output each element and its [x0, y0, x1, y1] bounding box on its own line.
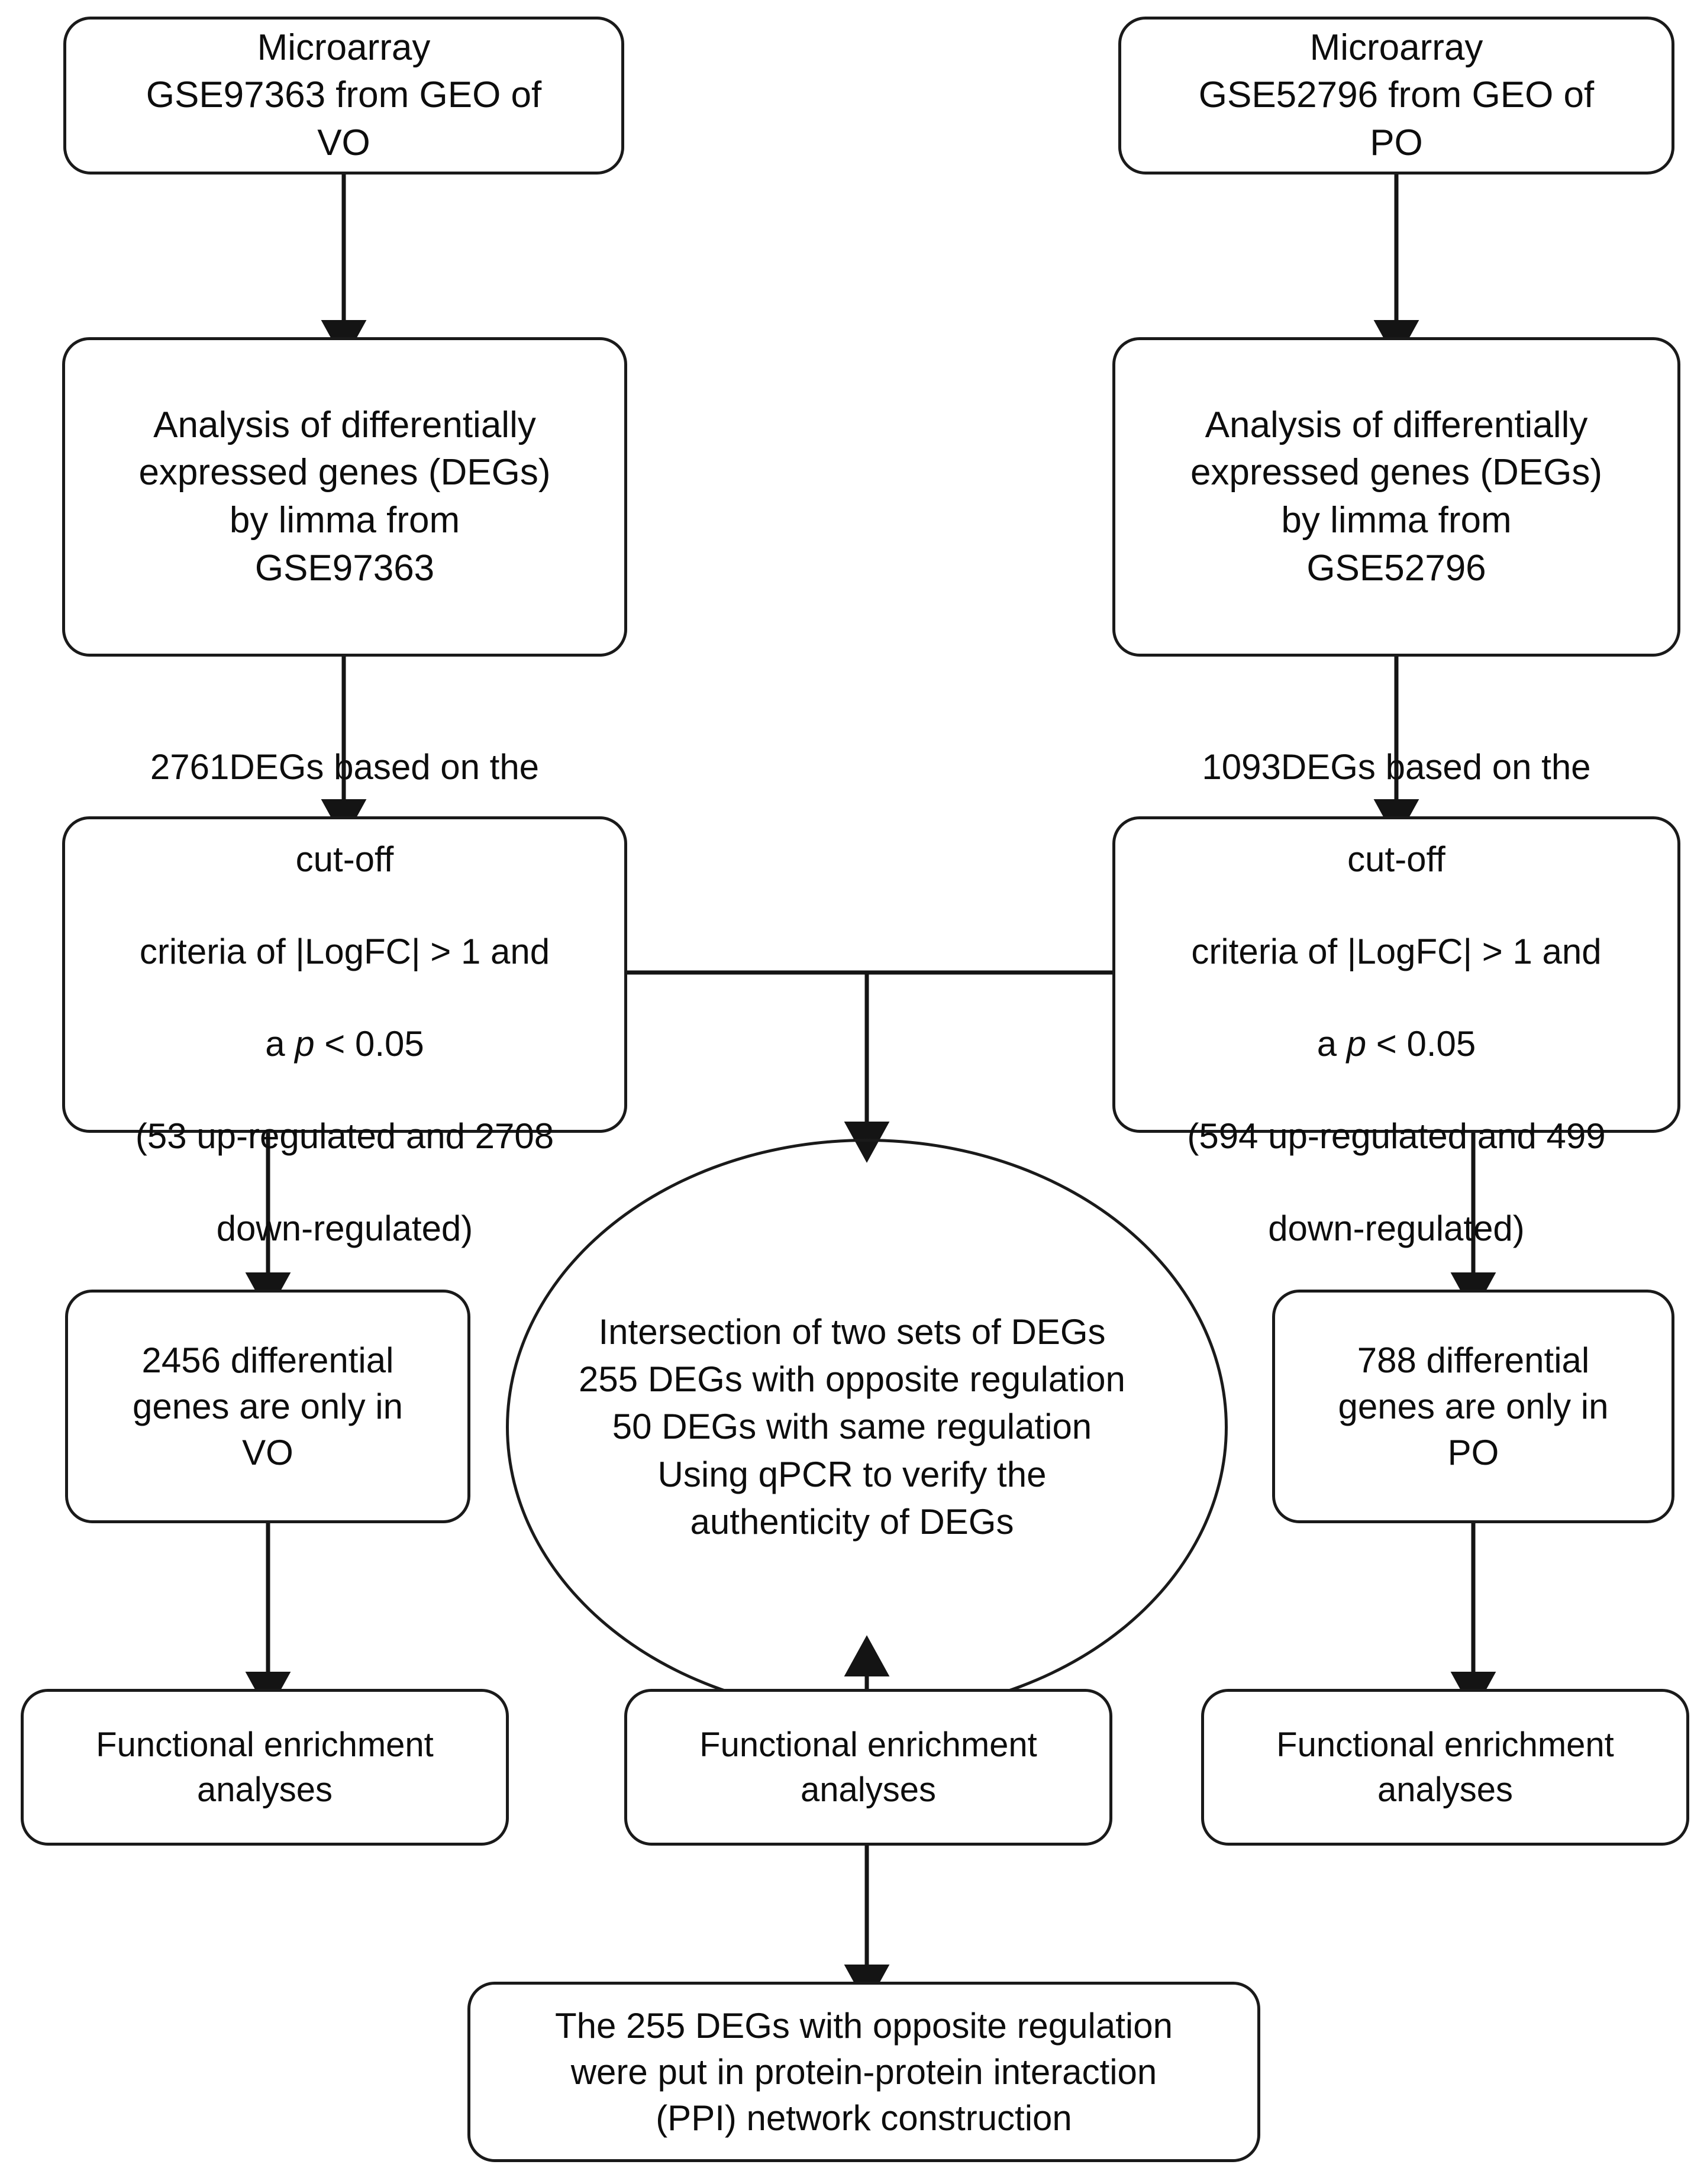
node-degs-right[interactable]: 1093DEGs based on the cut-off criteria o… — [1112, 747, 1680, 1248]
degs-left-line4-italic: p — [295, 1023, 315, 1064]
node-source-right-label: Microarray GSE52796 from GEO of PO — [1198, 27, 1595, 163]
node-analysis-right-label: Analysis of differentially expressed gen… — [1190, 404, 1603, 589]
degs-right-line4-pre: a — [1316, 1023, 1347, 1064]
node-source-left-label: Microarray GSE97363 from GEO of VO — [146, 27, 542, 163]
degs-right-line5: (594 up-regulated and 499 — [1187, 1116, 1606, 1156]
node-analysis-left-label: Analysis of differentially expressed gen… — [138, 404, 551, 589]
degs-left-line5: (53 up-regulated and 2708 — [135, 1116, 554, 1156]
degs-left-line1: 2761DEGs based on the — [150, 747, 540, 787]
node-enrichment-center[interactable]: Functional enrichment analyses — [624, 1689, 1112, 1846]
node-degs-right-label: 1093DEGs based on the cut-off criteria o… — [1179, 698, 1614, 1252]
node-source-left[interactable]: Microarray GSE97363 from GEO of VO — [63, 17, 624, 175]
node-analysis-left[interactable]: Analysis of differentially expressed gen… — [62, 337, 627, 657]
degs-left-line4-pre: a — [265, 1023, 295, 1064]
node-enrichment-center-label: Functional enrichment analyses — [699, 1726, 1037, 1809]
node-only-vo[interactable]: 2456 differential genes are only in VO — [65, 1290, 470, 1523]
node-intersection-label: Intersection of two sets of DEGs 255 DEG… — [579, 1311, 1125, 1542]
node-degs-left[interactable]: 2761DEGs based on the cut-off criteria o… — [62, 747, 627, 1248]
degs-left-line2: cut-off — [295, 839, 394, 879]
node-enrichment-right[interactable]: Functional enrichment analyses — [1201, 1689, 1689, 1846]
degs-right-line4-post: < 0.05 — [1366, 1023, 1476, 1064]
degs-left-line6: down-regulated) — [216, 1208, 473, 1248]
node-enrichment-right-label: Functional enrichment analyses — [1276, 1726, 1614, 1809]
node-only-vo-label: 2456 differential genes are only in VO — [133, 1340, 403, 1472]
degs-right-line3: criteria of |LogFC| > 1 and — [1191, 931, 1602, 971]
degs-right-line4-italic: p — [1346, 1023, 1367, 1064]
node-ppi-label: The 255 DEGs with opposite regulation we… — [555, 2005, 1173, 2138]
node-enrichment-left-label: Functional enrichment analyses — [96, 1726, 434, 1809]
degs-right-line6: down-regulated) — [1268, 1208, 1525, 1248]
node-intersection[interactable]: Intersection of two sets of DEGs 255 DEG… — [506, 1139, 1228, 1715]
node-ppi[interactable]: The 255 DEGs with opposite regulation we… — [467, 1982, 1260, 2162]
node-only-po[interactable]: 788 differential genes are only in PO — [1272, 1290, 1674, 1523]
node-only-po-label: 788 differential genes are only in PO — [1338, 1340, 1609, 1472]
node-source-right[interactable]: Microarray GSE52796 from GEO of PO — [1118, 17, 1674, 175]
node-degs-left-label: 2761DEGs based on the cut-off criteria o… — [127, 698, 562, 1252]
degs-right-line2: cut-off — [1347, 839, 1445, 879]
node-analysis-right[interactable]: Analysis of differentially expressed gen… — [1112, 337, 1680, 657]
degs-left-line3: criteria of |LogFC| > 1 and — [139, 931, 550, 971]
node-enrichment-left[interactable]: Functional enrichment analyses — [21, 1689, 509, 1846]
degs-right-line1: 1093DEGs based on the — [1202, 747, 1591, 787]
degs-left-line4-post: < 0.05 — [314, 1023, 424, 1064]
